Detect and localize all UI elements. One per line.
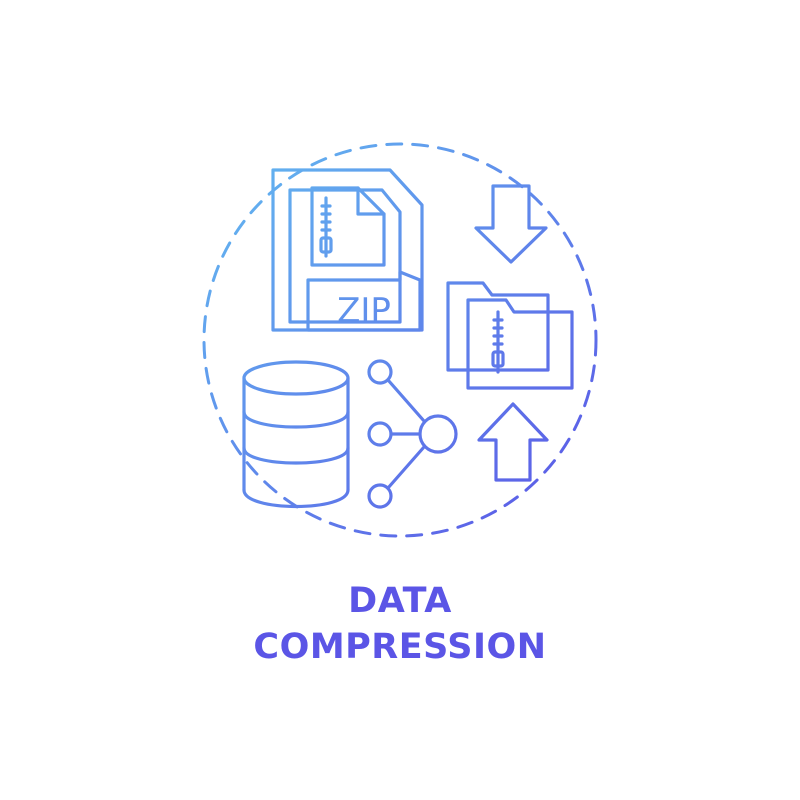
- arrow-down-icon: [474, 184, 548, 264]
- arrow-up-icon: [477, 402, 549, 482]
- database-icon: [242, 360, 350, 509]
- zipped-folder-icon: [446, 281, 574, 390]
- caption-line-2: COMPRESSION: [253, 627, 547, 667]
- icon-caption: DATA COMPRESSION: [0, 578, 800, 670]
- zip-file-icon: [271, 168, 424, 332]
- share-network-icon: [367, 359, 458, 509]
- dashed-circle-border: [202, 142, 598, 538]
- zip-label: ZIP: [337, 291, 391, 331]
- caption-line-1: DATA: [348, 581, 452, 621]
